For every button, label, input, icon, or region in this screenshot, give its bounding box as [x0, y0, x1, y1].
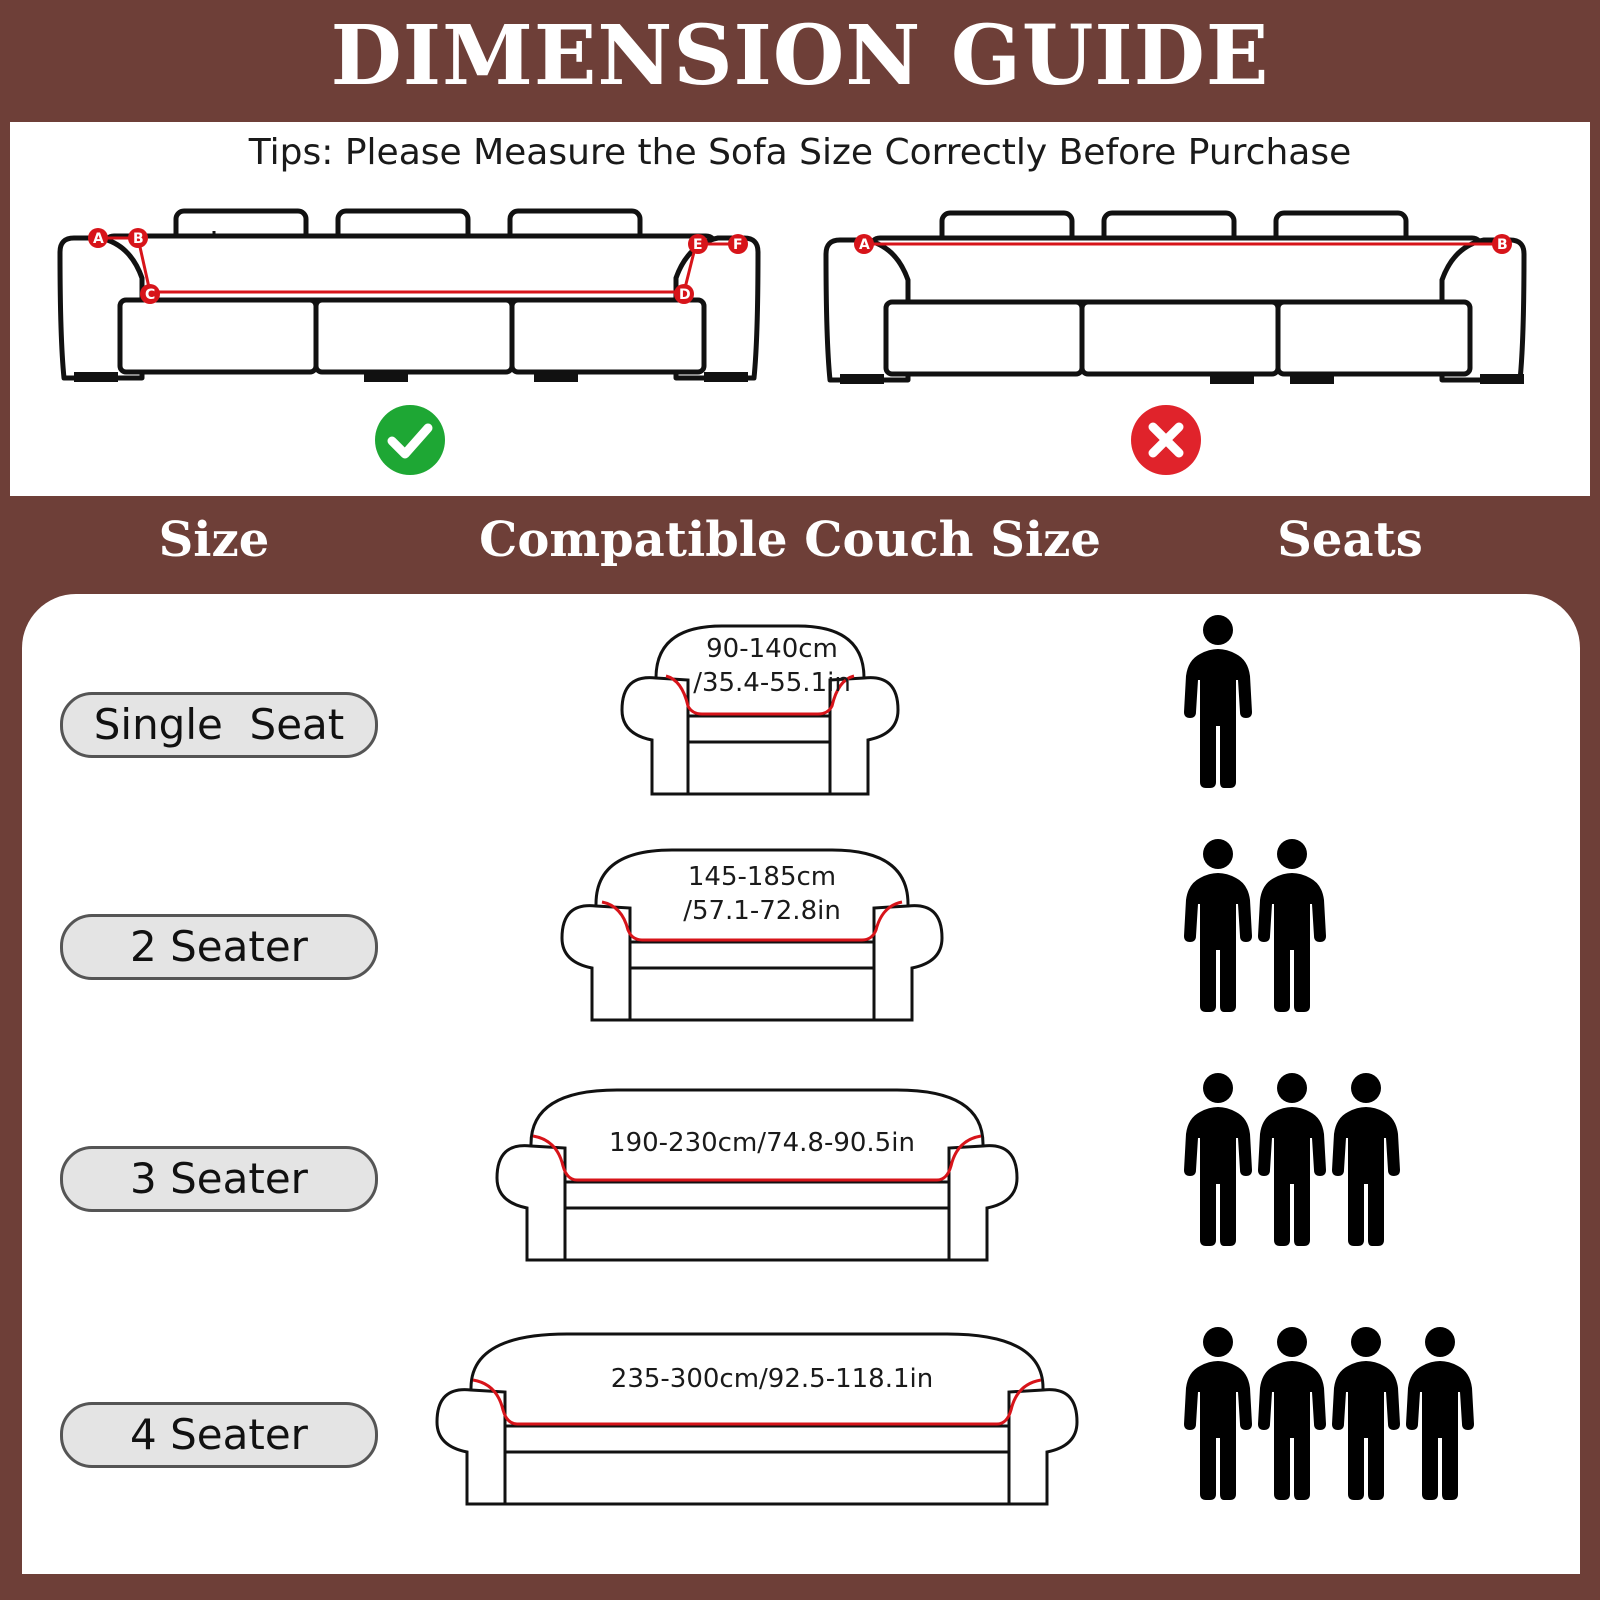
two-seater-dim-cm: 145-185cm [687, 862, 837, 892]
svg-text:A: A [859, 237, 870, 253]
marker-b-correct: B [128, 228, 148, 248]
person-icon [1332, 1073, 1400, 1246]
two-seater-sofa [560, 848, 944, 1022]
single-seat-dim-in: /35.4-55.1in [693, 668, 851, 698]
tips-text: Tips: Please Measure the Sofa Size Corre… [248, 132, 1352, 173]
column-header-size: Size [158, 512, 270, 568]
person-icon [1332, 1327, 1400, 1500]
person-icon [1258, 1327, 1326, 1500]
marker-b-wrong: B [1492, 234, 1512, 254]
marker-a-wrong: A [854, 234, 874, 254]
single-seat-sofa [620, 624, 900, 796]
page-title: DIMENSION GUIDE [330, 8, 1270, 104]
seats-row-4 [1182, 1326, 1478, 1507]
svg-text:B: B [133, 231, 144, 247]
marker-a-correct: A [88, 228, 108, 248]
correct-measure-sofa: A B C D E F [57, 208, 761, 382]
size-table: Single Seat 90-140cm /35.4-55.1in 2 Seat… [22, 594, 1580, 1574]
svg-text:A: A [93, 231, 104, 247]
marker-f-correct: F [728, 234, 748, 254]
svg-text:B: B [1497, 237, 1508, 253]
column-header-seats: Seats [1277, 512, 1423, 568]
svg-text:F: F [733, 237, 743, 253]
check-circle-icon [375, 405, 445, 475]
person-icon [1258, 839, 1326, 1012]
person-icon [1184, 615, 1252, 788]
marker-e-correct: E [688, 234, 708, 254]
three-seater-sofa [495, 1088, 1019, 1262]
size-label-4-seater: 4 Seater [60, 1402, 378, 1468]
svg-text:C: C [145, 287, 155, 303]
measurement-tips-panel: Tips: Please Measure the Sofa Size Corre… [10, 122, 1590, 496]
column-header-compatible: Compatible Couch Size [479, 512, 1101, 568]
size-label-3-seater: 3 Seater [60, 1146, 378, 1212]
person-icon [1258, 1073, 1326, 1246]
four-seater-dim: 235-300cm/92.5-118.1in [610, 1364, 934, 1394]
three-seater-dim: 190-230cm/74.8-90.5in [609, 1128, 915, 1158]
person-icon [1184, 839, 1252, 1012]
person-icon [1184, 1327, 1252, 1500]
size-label-2-seater: 2 Seater [60, 914, 378, 980]
seats-row-3 [1182, 1072, 1404, 1253]
person-icon [1406, 1327, 1474, 1500]
seats-row-1 [1182, 614, 1256, 795]
four-seater-sofa [435, 1332, 1079, 1506]
seats-row-2 [1182, 838, 1330, 1019]
person-icon [1184, 1073, 1252, 1246]
wrong-measure-sofa: A B [823, 210, 1527, 384]
svg-text:D: D [679, 287, 691, 303]
size-label-single: Single Seat [60, 692, 378, 758]
svg-text:E: E [693, 237, 703, 253]
single-seat-dim-cm: 90-140cm [706, 634, 838, 664]
marker-c-correct: C [140, 284, 160, 304]
cross-circle-icon [1131, 405, 1201, 475]
two-seater-dim-in: /57.1-72.8in [683, 896, 841, 926]
marker-d-correct: D [674, 284, 694, 304]
